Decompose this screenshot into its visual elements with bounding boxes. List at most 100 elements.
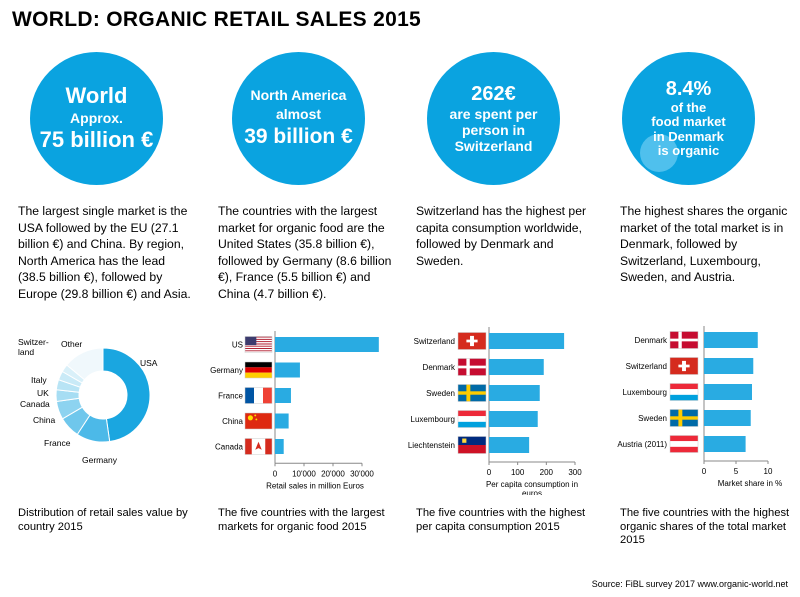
donut-slice xyxy=(66,347,104,381)
axis-label: Retail sales in million Euros xyxy=(266,481,364,490)
donut-slice xyxy=(102,347,151,443)
slice-label: Other xyxy=(61,339,82,349)
bar xyxy=(275,388,291,403)
flag-france-icon xyxy=(244,387,273,404)
category-label: China xyxy=(222,417,243,426)
tick-label: 0 xyxy=(702,467,707,476)
stat-circle-north-america: North America almost 39 billion € xyxy=(232,52,365,185)
circle-line: of the xyxy=(670,99,707,115)
category-label: Austria (2011) xyxy=(617,440,667,449)
circle-line: is organic xyxy=(657,143,720,159)
circle-line: 75 billion € xyxy=(39,127,154,153)
tick-label: 30'000 xyxy=(350,469,374,478)
flag-china-icon xyxy=(244,412,273,430)
flag-denmark-icon xyxy=(669,331,699,349)
slice-label: Italy xyxy=(31,375,47,385)
paragraph-per-capita: Switzerland has the highest per capita c… xyxy=(416,204,587,268)
circle-line: food market xyxy=(651,114,726,130)
flag-austria-icon xyxy=(669,435,699,453)
bar xyxy=(275,439,284,454)
caption-distribution: Distribution of retail sales value by co… xyxy=(18,507,188,533)
bar xyxy=(275,337,379,352)
bar xyxy=(704,384,752,400)
circle-line: are spent per xyxy=(449,106,538,123)
circle-line: 8.4% xyxy=(665,78,712,101)
tick-label: 0 xyxy=(273,469,278,478)
bar xyxy=(489,411,538,427)
category-label: Denmark xyxy=(635,336,668,345)
flag-germany-icon xyxy=(244,361,273,379)
caption-market-share: The five countries with the highest orga… xyxy=(620,507,790,546)
flag-luxembourg-icon xyxy=(669,383,699,401)
source-note: Source: FiBL survey 2017 www.organic-wor… xyxy=(591,579,788,589)
category-label: France xyxy=(218,392,243,401)
category-label: Switzerland xyxy=(626,362,667,371)
category-label: Liechtenstein xyxy=(408,441,455,450)
flag-switzerland-icon xyxy=(457,332,487,350)
tick-label: 5 xyxy=(734,467,739,476)
category-label: Sweden xyxy=(426,389,455,398)
circle-line: 262€ xyxy=(471,82,516,105)
circle-line: 39 billion € xyxy=(244,125,353,149)
tick-label: 200 xyxy=(540,468,554,477)
slice-label: Switzer- xyxy=(18,337,49,347)
axis-label: Market share in % xyxy=(718,479,782,488)
tick-label: 10'000 xyxy=(292,469,316,478)
bar xyxy=(489,333,565,349)
stat-circle-switzerland: 262€ are spent per person in Switzerland xyxy=(427,52,560,185)
flag-sweden-icon xyxy=(669,409,699,427)
category-label: Canada xyxy=(215,443,244,452)
flag-canada-icon xyxy=(244,438,273,455)
axis-label: euros xyxy=(522,489,542,495)
slice-label: France xyxy=(44,438,71,448)
bar xyxy=(704,436,746,452)
category-label: Denmark xyxy=(423,363,456,372)
category-label: Germany xyxy=(210,366,243,375)
stat-circle-world: World Approx. 75 billion € xyxy=(30,52,163,185)
slice-label: Canada xyxy=(20,399,50,409)
circle-line: person in xyxy=(461,121,525,138)
tick-label: 20'000 xyxy=(321,469,345,478)
circle-line: North America xyxy=(250,87,347,104)
tick-label: 300 xyxy=(568,468,582,477)
bar xyxy=(275,413,289,429)
bar xyxy=(704,332,758,348)
slice-label: USA xyxy=(140,358,158,368)
flag-switzerland-icon xyxy=(669,357,699,375)
circle-line: Approx. xyxy=(70,109,123,126)
denmark-share-highlight xyxy=(640,134,678,172)
tick-label: 10 xyxy=(764,467,773,476)
bar xyxy=(489,359,544,375)
page-title: WORLD: ORGANIC RETAIL SALES 2015 xyxy=(12,8,422,31)
circle-line: World xyxy=(65,83,128,109)
tick-label: 0 xyxy=(487,468,492,477)
stat-circle-denmark: 8.4% of the food market in Denmark is or… xyxy=(622,52,755,185)
circle-line: in Denmark xyxy=(653,128,724,144)
bar-chart-market-share: DenmarkSwitzerlandLuxembourgSwedenAustri… xyxy=(617,326,782,488)
flag-luxembourg-icon xyxy=(457,410,487,428)
category-label: Switzerland xyxy=(414,337,455,346)
axis-label: Per capita consumption in xyxy=(486,480,578,489)
paragraph-largest-markets: The countries with the largest market fo… xyxy=(218,204,392,301)
slice-label: UK xyxy=(37,388,49,398)
flag-us-icon xyxy=(244,336,273,353)
tick-label: 100 xyxy=(511,468,525,477)
flag-liechtenstein-icon xyxy=(457,436,487,454)
flag-denmark-icon xyxy=(457,358,487,376)
category-label: Luxembourg xyxy=(411,415,455,424)
slice-label: land xyxy=(18,347,34,357)
slice-label: China xyxy=(33,415,55,425)
bar xyxy=(275,362,300,378)
donut-chart-distribution: USAGermanyFranceChinaCanadaUKItalySwitze… xyxy=(18,337,158,465)
paragraph-market-share: The highest shares the organic market of… xyxy=(620,204,788,284)
caption-largest-markets: The five countries with the largest mark… xyxy=(218,507,385,533)
circle-line: almost xyxy=(275,105,322,122)
category-label: Sweden xyxy=(638,414,667,423)
flag-sweden-icon xyxy=(457,384,487,402)
bar xyxy=(489,437,530,453)
bar xyxy=(704,410,751,426)
bar xyxy=(704,358,754,374)
paragraph-world: The largest single market is the USA fol… xyxy=(18,204,191,301)
bar xyxy=(489,385,540,401)
